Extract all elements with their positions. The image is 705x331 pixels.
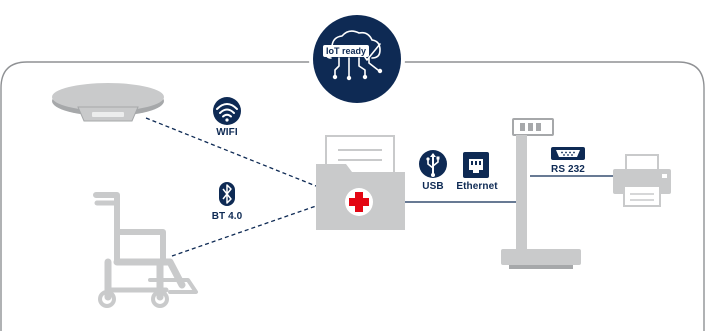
serial-port-icon <box>551 147 585 160</box>
bluetooth-label: BT 4.0 <box>211 211 243 222</box>
usb-label: USB <box>422 181 444 192</box>
printer-icon <box>613 154 671 207</box>
bluetooth-icon <box>219 182 235 206</box>
medical-record-folder-icon <box>316 135 405 230</box>
ethernet-port-icon <box>463 152 489 178</box>
usb-icon <box>419 150 447 178</box>
wifi-label: WIFI <box>216 127 238 138</box>
ceiling-reader-icon <box>52 83 164 122</box>
iot-ready-label: IoT ready <box>323 45 369 57</box>
ethernet-label: Ethernet <box>456 181 498 192</box>
rs232-label: RS 232 <box>551 164 585 175</box>
wheelchair-scale-icon <box>93 192 198 308</box>
iot-hub-badge <box>309 11 405 107</box>
wifi-link-line <box>145 117 317 187</box>
bt-link-line <box>171 205 317 257</box>
column-scale-icon <box>501 118 581 269</box>
wifi-icon <box>213 97 241 125</box>
